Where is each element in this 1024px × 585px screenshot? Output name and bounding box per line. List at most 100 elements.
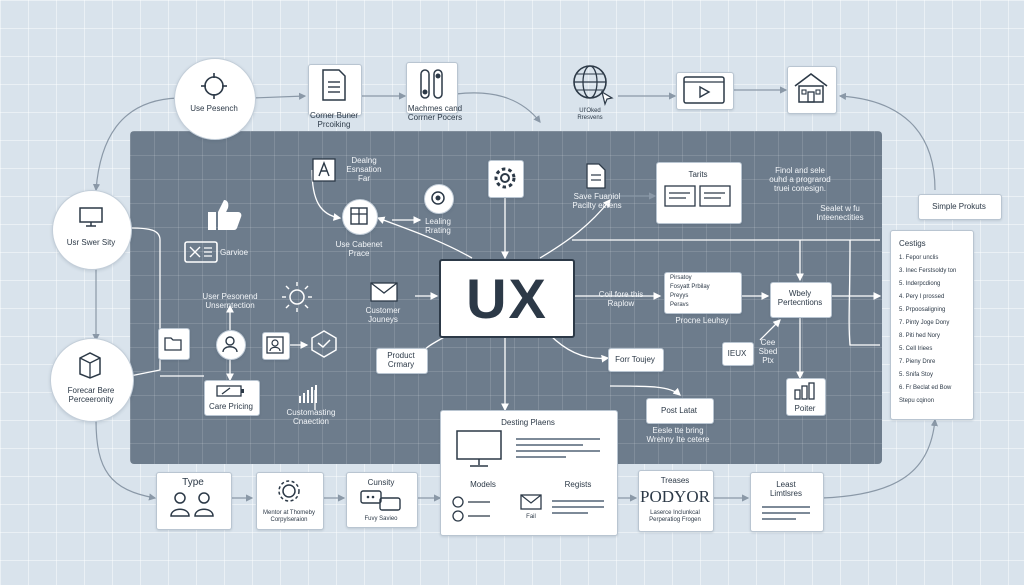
settings-item[interactable]: 1. Fepor unclis [899, 255, 939, 261]
final-label-2: ouhd a prograrod [769, 175, 831, 184]
landing-label-1: Lealing [425, 217, 451, 226]
webly-label-2: Pertecntions [777, 298, 823, 307]
web-label-2: Rresvens [577, 115, 603, 121]
mentor-card[interactable] [256, 472, 324, 530]
least-card[interactable] [750, 472, 824, 532]
gamepad-icon [184, 241, 218, 263]
bar-chart-icon [299, 385, 317, 403]
checklist-item[interactable]: Fosyatt Prbilay [670, 284, 710, 290]
checklist-card[interactable] [664, 272, 742, 314]
coil-label-1: Coil fore this [598, 290, 644, 299]
for-toujey-card[interactable] [608, 348, 664, 372]
treasure-sub-1: Laserce Inclunkcal [650, 510, 700, 516]
document-icon [322, 69, 346, 101]
idex-card[interactable] [722, 342, 754, 366]
save-label-2: Pacilty ectens [572, 201, 622, 210]
settings-item[interactable]: 5. Cell Iriees [899, 346, 933, 352]
house-icon [794, 73, 828, 103]
webly-card[interactable] [770, 282, 832, 318]
post-label-3: Wrehny Ite cetere [646, 435, 710, 444]
product-label-2: Crmary [387, 360, 415, 369]
designs-title: Desting Plaens [501, 418, 555, 427]
poiter-label: Poiter [794, 404, 816, 413]
checklist-item[interactable]: Peravs [670, 302, 689, 308]
poiter-card[interactable] [786, 378, 826, 416]
settings-item[interactable]: 5. Inderpcdiong [899, 281, 941, 287]
cee-label-1: Cee [760, 338, 776, 347]
type-card[interactable] [156, 472, 232, 530]
customer-label-1: Customer [365, 306, 401, 315]
record-icon [431, 191, 445, 205]
tarits-label: Tarits [688, 170, 708, 179]
gear-icon [278, 480, 300, 502]
content-card[interactable] [308, 64, 362, 116]
machines-label-2: Corrner Pocers [407, 113, 463, 122]
mentor-label-2: Corpylseraion [270, 517, 308, 523]
user-research-node[interactable] [174, 58, 256, 140]
pen-tool-icon [312, 158, 336, 182]
gaming-label: Garvioe [220, 248, 249, 257]
folder-icon [164, 337, 182, 351]
coil-label-2: Raplow [607, 299, 635, 308]
models-label: Models [470, 480, 496, 489]
ux-center-node[interactable]: UX [439, 259, 575, 338]
settings-item[interactable]: 5. Snifa Stoy [899, 372, 934, 378]
design-label-3: Far [358, 174, 370, 183]
post-label-2: Eesle tte bring [652, 426, 704, 435]
save-label-1: Save Fuaniol [573, 192, 621, 201]
mail-icon [370, 282, 398, 302]
cee-label-3: Ptx [762, 356, 774, 365]
badge-icon [311, 330, 337, 358]
checklist-item[interactable]: Pirsatoy [670, 275, 692, 281]
product-card[interactable] [376, 348, 428, 374]
treasure-card[interactable] [638, 470, 714, 532]
design-label-1: Dealng [351, 156, 377, 165]
control-icons[interactable] [450, 494, 514, 524]
regists-lines [552, 496, 604, 518]
users-icon [170, 492, 214, 517]
settings-item[interactable]: 5. Prpoosaligning [899, 307, 946, 313]
regists-label: Regists [564, 480, 592, 489]
framework-node[interactable] [50, 338, 134, 422]
settings-item[interactable]: 7. Pinty Joge Dony [899, 320, 950, 326]
user-story-label: Usr Swer Sity [66, 238, 116, 247]
personal-label-1: User Pesonend [202, 292, 258, 301]
least-label-2: Limtlsres [769, 489, 802, 498]
folder-card[interactable] [158, 328, 190, 360]
landing-node[interactable] [424, 184, 454, 214]
chat-bubbles-icon [360, 490, 401, 511]
designs-text-lines [516, 434, 600, 462]
settings-item[interactable]: Stepu cqinon [899, 398, 935, 404]
settings-item[interactable]: 8. Piti hed Nory [899, 333, 941, 339]
post-latest-card[interactable] [646, 398, 714, 424]
simple-products-card[interactable] [918, 194, 1002, 220]
use-cabinet-node[interactable] [342, 199, 378, 235]
design-label-2: Esnsation [346, 165, 382, 174]
curiosity-card[interactable] [346, 472, 418, 528]
globe-icon[interactable] [570, 62, 614, 106]
least-lines [762, 502, 810, 524]
personal-label-2: Unserntection [205, 301, 255, 310]
settings-item[interactable]: 3. Inec Ferstsoldy ton [899, 268, 957, 274]
checklist-item[interactable]: Preyys [670, 293, 689, 299]
prone-label: Procne Leuhsy [675, 316, 729, 325]
content-label-2: Prcoiking [317, 120, 351, 129]
treasure-sub-2: Perperatiog Frogen [649, 517, 701, 523]
settings-item[interactable]: 4. Pery I prossed [899, 294, 945, 300]
mentor-label-1: Mentor at Thomeby [263, 510, 315, 516]
simple-products-label: Simple Prokuts [932, 202, 986, 211]
user-story-node[interactable] [52, 190, 132, 270]
settings-list: 1. Fepor unclis 3. Inec Ferstsoldy ton 5… [899, 255, 969, 405]
settings-gear-card[interactable] [488, 160, 524, 198]
contact-icon [266, 336, 284, 354]
cabinet-icon [350, 207, 368, 225]
sealet-label-1: Sealet w fu [820, 204, 860, 213]
settings-gear-icon [494, 167, 516, 189]
settings-item[interactable]: 7. Pieny Dnre [899, 359, 936, 365]
machines-label-1: Machmes cand [407, 104, 463, 113]
file-icon [586, 163, 606, 189]
sun-icon [282, 282, 312, 312]
settings-item[interactable]: 6. Fr Beclat ed Bow [899, 385, 952, 391]
machines-card[interactable] [406, 62, 458, 114]
